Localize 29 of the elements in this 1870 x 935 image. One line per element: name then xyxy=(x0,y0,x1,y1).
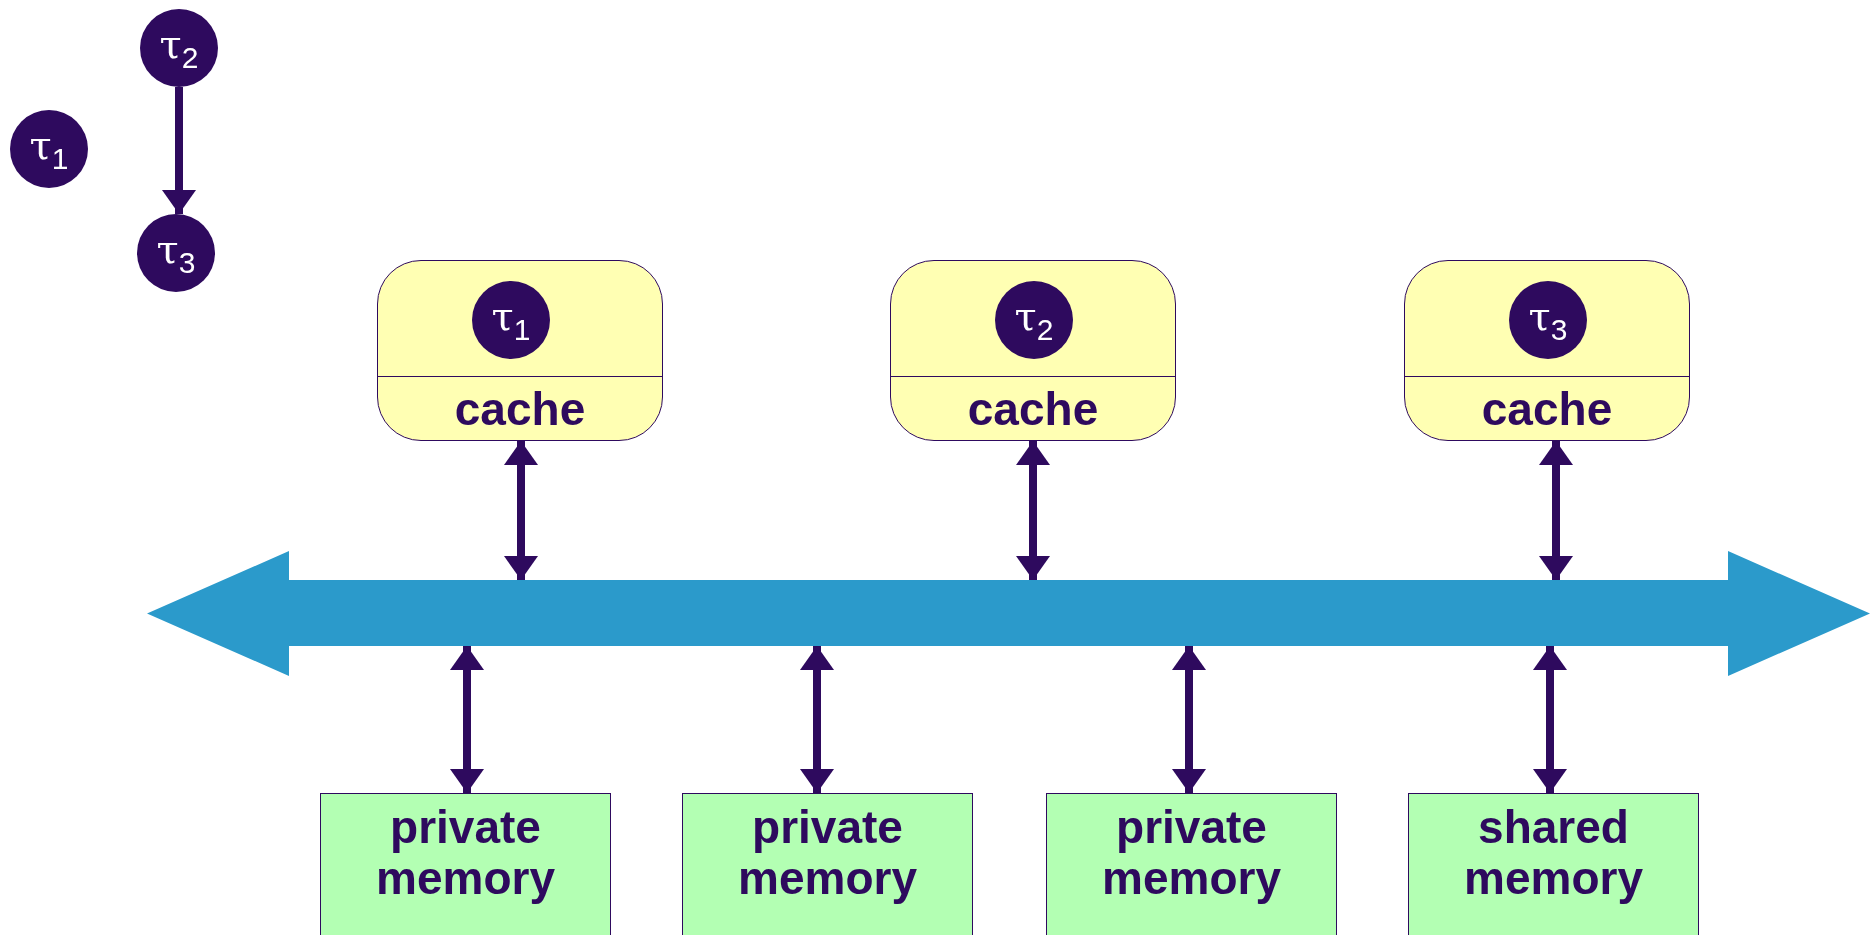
memory-box xyxy=(682,793,973,935)
arrow xyxy=(1533,646,1567,793)
arrow xyxy=(800,646,834,793)
memory-box xyxy=(1408,793,1699,935)
task-label: τ$_{1}$ xyxy=(29,124,69,174)
processor-box xyxy=(377,260,663,441)
cache-label: cache xyxy=(967,384,1099,435)
cache-label: cache xyxy=(454,384,586,435)
cache-label: cache xyxy=(1481,384,1613,435)
task-label: τ$_{3}$ xyxy=(156,228,196,278)
arrow xyxy=(504,441,538,580)
arrow xyxy=(1016,441,1050,580)
task-label: τ$_{3}$ xyxy=(1528,295,1568,345)
processor-box xyxy=(890,260,1176,441)
memory-box xyxy=(320,793,611,935)
memory-label: private memory xyxy=(737,802,918,904)
arrow xyxy=(450,646,484,793)
memory-box xyxy=(1046,793,1337,935)
arrow xyxy=(162,87,196,214)
task-label: τ$_{1}$ xyxy=(491,295,531,345)
bus-arrow xyxy=(147,551,1870,676)
task-label: τ$_{2}$ xyxy=(159,23,199,73)
memory-label: private memory xyxy=(1101,802,1282,904)
memory-label: private memory xyxy=(375,802,556,904)
task-label: τ$_{2}$ xyxy=(1014,295,1054,345)
arrow xyxy=(1539,441,1573,580)
memory-label: shared memory xyxy=(1463,802,1644,904)
arrow xyxy=(1172,646,1206,793)
processor-box xyxy=(1404,260,1690,441)
